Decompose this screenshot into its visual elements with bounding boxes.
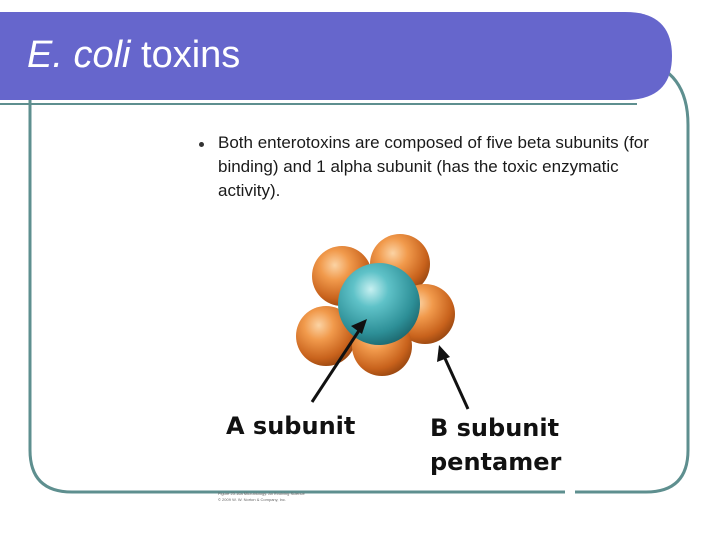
- page-title: E. coli toxins: [27, 32, 240, 78]
- bullet-dot-icon: [199, 142, 204, 147]
- a-subunit-arrow: [310, 325, 364, 403]
- figure-credit: Figure 25.16a Microbiology: An Evolving …: [218, 491, 305, 503]
- title-italic: E. coli: [27, 34, 131, 76]
- a-subunit-arrowhead: [351, 319, 367, 334]
- b-subunit-arrow: [441, 353, 470, 410]
- b-subunit-label-line1: B subunit: [430, 414, 560, 442]
- b-subunit-sphere: [296, 306, 356, 366]
- bullet-text: Both enterotoxins are composed of five b…: [218, 133, 649, 200]
- list-item: Both enterotoxins are composed of five b…: [199, 131, 679, 203]
- b-subunit-label: B subunit pentamer: [430, 411, 561, 479]
- figure-credit-line2: © 2009 W. W. Norton & Company, Inc.: [218, 497, 287, 502]
- frame-border: [28, 95, 565, 494]
- figure-credit-line1: Figure 25.16a Microbiology: An Evolving …: [218, 491, 305, 496]
- title-bar: [0, 12, 672, 100]
- a-subunit-label: A subunit: [226, 412, 356, 440]
- b-subunit-label-line2: pentamer: [430, 448, 562, 476]
- toxin-structure-illustration: [296, 234, 470, 410]
- b-subunit-arrowhead: [437, 345, 450, 362]
- toxin-figure: A subunit B subunit pentamer Figure 25.1…: [216, 226, 576, 506]
- bullet-list: Both enterotoxins are composed of five b…: [199, 131, 679, 203]
- title-rest: toxins: [130, 34, 241, 76]
- frame-border-right: [575, 58, 690, 494]
- a-subunit-sphere: [338, 263, 420, 345]
